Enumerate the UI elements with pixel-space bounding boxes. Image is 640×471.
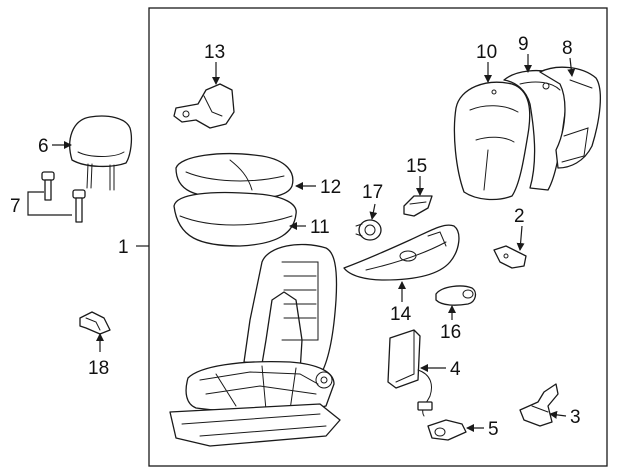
callout-3: 3 — [570, 407, 581, 428]
callout-2: 2 — [514, 206, 525, 227]
mount-bracket-part — [493, 245, 527, 269]
callout-5: 5 — [488, 419, 499, 440]
callout-16: 16 — [440, 322, 461, 343]
headrest-guide-part — [41, 171, 86, 223]
callout-7: 7 — [10, 196, 21, 217]
bracket-part — [79, 311, 111, 335]
callout-10: 10 — [476, 42, 497, 63]
side-shield-part — [343, 224, 460, 281]
cushion-pad-part — [173, 191, 297, 247]
callout-18: 18 — [88, 358, 109, 379]
airbag-module-part — [387, 329, 433, 417]
leader-17 — [369, 203, 378, 220]
switch-knob-part — [435, 285, 477, 306]
trim-cover-part — [519, 383, 559, 427]
leader-8 — [567, 57, 576, 77]
switch-cover-part — [403, 195, 433, 217]
callout-12: 12 — [320, 177, 341, 198]
recliner-knob-part — [355, 219, 382, 241]
seatback-frame-part — [539, 66, 601, 169]
assembly-frame — [148, 7, 608, 467]
callout-4: 4 — [450, 359, 461, 380]
headrest-part — [69, 115, 133, 191]
callout-9: 9 — [518, 34, 529, 55]
seat-frame-part — [169, 243, 341, 447]
cushion-cover-part — [175, 153, 294, 200]
callout-14: 14 — [390, 304, 412, 325]
seatback-cover-part — [453, 81, 531, 201]
recliner-cover-part — [173, 83, 235, 129]
callout-1: 1 — [118, 237, 129, 258]
callout-13: 13 — [204, 42, 225, 63]
callout-15: 15 — [406, 156, 427, 177]
callout-6: 6 — [38, 136, 49, 157]
callout-11: 11 — [310, 217, 330, 238]
leader-2 — [516, 225, 525, 251]
leader-3 — [549, 410, 567, 419]
callout-17: 17 — [362, 182, 383, 203]
sensor-part — [427, 419, 467, 441]
leader-7 — [27, 191, 72, 216]
callout-8: 8 — [562, 38, 573, 59]
